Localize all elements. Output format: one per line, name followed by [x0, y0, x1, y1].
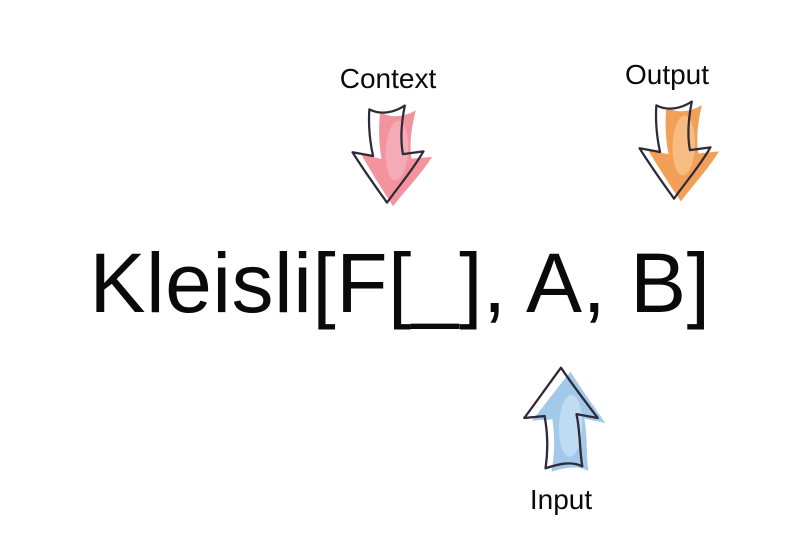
context-label: Context — [339, 63, 437, 94]
kleisli-type-signature: Kleisli[F[_], A, B] — [89, 236, 711, 330]
input-arrow-up-icon — [523, 366, 606, 472]
output-arrow-outline — [638, 100, 712, 200]
output-arrow-down-icon — [638, 100, 720, 202]
input-arrow-outline — [523, 366, 599, 470]
context-arrow-outline — [351, 104, 425, 204]
output-label: Output — [624, 59, 710, 90]
input-arrow-highlight — [558, 394, 583, 457]
input-label: Input — [529, 484, 593, 515]
context-arrow-down-icon — [351, 104, 433, 207]
